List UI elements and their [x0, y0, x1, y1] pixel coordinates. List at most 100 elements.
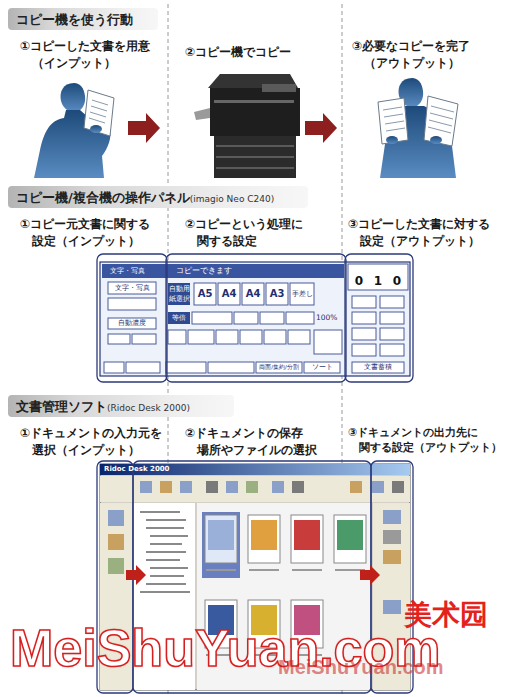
toolbar-icon	[272, 481, 284, 493]
person-head	[61, 83, 86, 112]
thumbnail	[205, 515, 237, 563]
panel-button	[352, 312, 376, 324]
panel-button	[108, 298, 156, 310]
person-hand	[386, 136, 398, 144]
counter-digit: 0	[350, 273, 368, 289]
side-icon	[383, 550, 401, 564]
panel-button	[234, 312, 258, 324]
pointer-arrow	[126, 565, 146, 585]
product-name: (Ridoc Desk 2000)	[107, 403, 190, 413]
panel-button	[288, 330, 310, 344]
watermark: MeiShuYuan.com	[278, 656, 444, 678]
panel-button	[108, 282, 156, 294]
window-title: Ridoc Desk 2000	[104, 464, 170, 475]
highlight-region	[97, 254, 167, 382]
panel-button	[380, 344, 404, 356]
side-icon	[383, 600, 401, 614]
counter-digit: 0	[388, 273, 406, 289]
toolbar-icon	[226, 481, 238, 493]
step-text: ②ドキュメントの保存 場所やファイルの選択	[185, 425, 335, 459]
screen-text: A5	[194, 283, 216, 305]
screen-text: 100%	[316, 312, 337, 324]
panel-button	[104, 362, 124, 373]
screen-text: ソート	[304, 362, 340, 373]
screen-text: 文字・写真	[104, 264, 150, 278]
side-icon	[108, 558, 124, 574]
document-lines	[428, 106, 454, 133]
section-title: コピー機/複合機の操作パネル	[16, 190, 190, 205]
panel-button	[108, 334, 130, 344]
screen-text: 自動濃度	[108, 318, 156, 329]
side-icon	[108, 534, 124, 550]
paper-button	[290, 283, 314, 305]
panel-button	[188, 330, 214, 344]
toolbar-icon	[372, 481, 384, 493]
panel-button	[380, 328, 404, 340]
thumbnail	[334, 515, 366, 563]
flow-arrow	[128, 113, 160, 143]
panel-button	[132, 334, 156, 344]
toolbar-icon	[160, 481, 172, 493]
screen-text: 手差し	[290, 283, 314, 305]
screen-text: A3	[266, 283, 288, 305]
panel-button	[192, 312, 232, 324]
toolbar	[100, 476, 410, 502]
document-lines	[89, 100, 108, 123]
document	[84, 90, 114, 136]
copier-stripe	[214, 100, 294, 103]
panel-button	[380, 296, 404, 308]
person-hand	[430, 136, 442, 144]
screen-text: コピーできます	[176, 264, 232, 278]
screen-text: 両面/集約/分割	[256, 362, 302, 373]
panel-button	[352, 362, 404, 373]
pointer-arrow	[360, 565, 380, 585]
product-name: (imagio Neo C240)	[190, 194, 275, 204]
tree-items	[140, 512, 190, 592]
toolbar-icon	[292, 481, 304, 493]
person-hand	[90, 125, 102, 133]
panel-button	[264, 330, 286, 344]
panel-button	[304, 362, 340, 373]
title-bar	[100, 464, 410, 475]
toolbar-icon	[140, 481, 152, 493]
panel-button	[352, 328, 376, 340]
panel-button	[168, 283, 190, 305]
copier-panel	[262, 84, 296, 92]
screen-text: A4	[242, 283, 264, 305]
highlight-region	[345, 254, 413, 382]
side-icon	[108, 510, 124, 526]
paper-button	[218, 283, 240, 305]
person-reading	[34, 83, 114, 178]
thumbnail	[248, 515, 280, 563]
step-text: ①コピー元文書に関する 設定（インプット）	[20, 216, 170, 250]
toolbar-icon	[206, 481, 218, 493]
panel-frame	[100, 262, 410, 376]
panel-button	[108, 318, 156, 329]
counter-box	[348, 264, 408, 290]
copier-body	[210, 88, 300, 136]
selected-thumbnail	[202, 512, 240, 578]
section-header: コピー機を使う行動	[8, 8, 158, 30]
panel-top-bar	[102, 264, 344, 278]
paper-button	[242, 283, 264, 305]
panel-button	[314, 330, 342, 354]
step-text: ①コピーした文書を用意 （インプット）	[20, 38, 170, 72]
section-header: 文書管理ソフト(Ridoc Desk 2000)	[8, 395, 234, 417]
document	[378, 98, 408, 144]
panel-button	[240, 330, 262, 344]
step-text: ②コピーという処理に 関する設定	[185, 216, 335, 250]
panel-button	[168, 330, 186, 344]
thumbnail-cover	[337, 520, 363, 550]
copier-tray	[194, 108, 210, 120]
panel-button	[352, 344, 376, 356]
section-header: コピー機/複合機の操作パネル(imagio Neo C240)	[8, 186, 308, 208]
screen-text: 自動用紙選択	[168, 285, 190, 304]
document-lines	[383, 107, 405, 131]
side-icon	[383, 530, 401, 544]
toolbar-icon	[392, 481, 404, 493]
drawer-lines	[216, 146, 294, 168]
step-text: ①ドキュメントの入力元を 選択（インプット）	[20, 425, 170, 459]
screen-text: 文字・写真	[108, 282, 156, 294]
flow-arrow	[305, 113, 337, 143]
